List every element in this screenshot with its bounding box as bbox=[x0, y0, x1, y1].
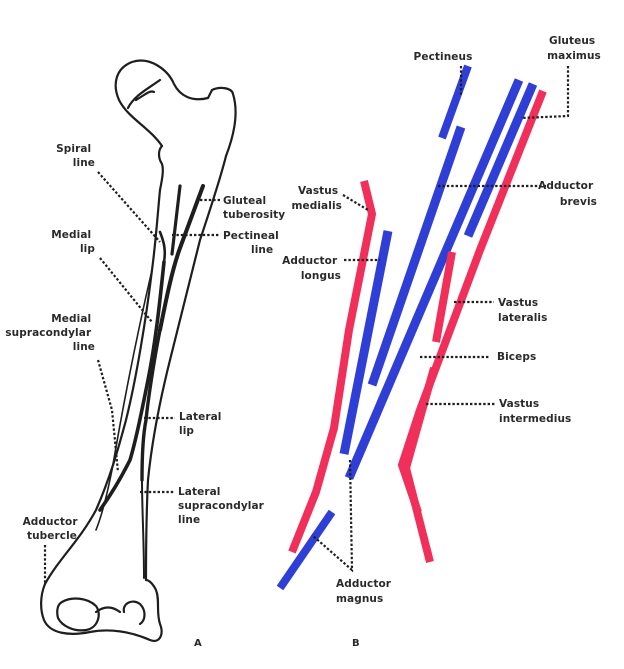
leader-medial-lip bbox=[99, 257, 153, 323]
muscle-adductor-magnus-lower bbox=[276, 509, 336, 591]
leader-medial-supracondylar bbox=[96, 359, 120, 473]
label-gluteal-tuberosity: Gluteal tuberosity bbox=[223, 195, 285, 221]
muscle-adductor-longus bbox=[339, 230, 393, 455]
lesser-trochanter-outline bbox=[157, 144, 164, 192]
lateral-lip-ridge bbox=[140, 328, 162, 482]
lateral-supracondylar-ridge bbox=[141, 479, 145, 579]
label-vastus-medialis: Vastus medialis bbox=[291, 185, 342, 212]
medial-supracondylar-ridge bbox=[95, 269, 153, 531]
leader-vastus-medialis bbox=[342, 194, 369, 211]
muscle-gluteus-maximus bbox=[463, 82, 538, 238]
label-lateral-lip: Lateral lip bbox=[179, 411, 225, 437]
femoral-head-outline bbox=[114, 59, 237, 158]
label-medial-supracondylar-line: Medial supracondylar line bbox=[5, 313, 95, 353]
label-adductor-magnus: Adductor magnus bbox=[336, 578, 395, 605]
panel-a-femur: Spiral line Medial lip Medial supracondy… bbox=[5, 59, 285, 649]
gluteal-tuberosity-ridge bbox=[158, 184, 205, 332]
femur-condyles-outline bbox=[40, 578, 163, 642]
label-pectineus: Pectineus bbox=[414, 51, 473, 63]
lateral-condyle-outline bbox=[94, 600, 146, 626]
label-adductor-longus: Adductor longus bbox=[282, 255, 341, 282]
label-adductor-brevis: Adductor brevis bbox=[538, 180, 597, 208]
leader-gluteus-maximus bbox=[520, 66, 570, 120]
femoral-head-fovea bbox=[126, 78, 162, 110]
label-biceps: Biceps bbox=[497, 351, 536, 363]
muscle-vastus-intermedius bbox=[401, 366, 438, 563]
pectineal-ridge bbox=[170, 184, 182, 256]
medial-condyle-outline bbox=[56, 597, 100, 632]
femur-lateral-border bbox=[144, 154, 228, 582]
muscle-adductor-magnus-upper bbox=[344, 78, 524, 480]
panel-b-letter: B bbox=[352, 638, 360, 649]
label-vastus-lateralis: Vastus lateralis bbox=[498, 297, 547, 324]
femur-medial-border bbox=[43, 188, 162, 586]
panel-b-muscles: Pectineus Gluteus maximus Vastus mediali… bbox=[276, 35, 601, 649]
muscle-pectineus bbox=[438, 64, 472, 140]
muscle-adductor-brevis bbox=[367, 125, 466, 387]
label-medial-lip: Medial lip bbox=[51, 229, 95, 255]
leader-adductor-magnus bbox=[311, 459, 354, 573]
panel-a-letter: A bbox=[194, 638, 202, 649]
label-lateral-supracondylar-line: Lateral supracondylar line bbox=[178, 486, 268, 526]
label-adductor-tubercle: Adductor tubercle bbox=[23, 516, 82, 542]
muscle-vastus-lateralis bbox=[432, 251, 456, 343]
label-gluteus-maximus: Gluteus maximus bbox=[547, 35, 601, 62]
medial-lip-ridge bbox=[98, 260, 166, 512]
spiral-line-ridge bbox=[158, 230, 167, 264]
leader-spiral-line bbox=[97, 171, 161, 243]
muscle-vastus-medialis bbox=[288, 180, 377, 554]
label-pectineal-line: Pectineal line bbox=[223, 230, 283, 256]
label-vastus-intermedius: Vastus intermedius bbox=[499, 398, 571, 425]
label-spiral-line: Spiral line bbox=[56, 143, 95, 169]
